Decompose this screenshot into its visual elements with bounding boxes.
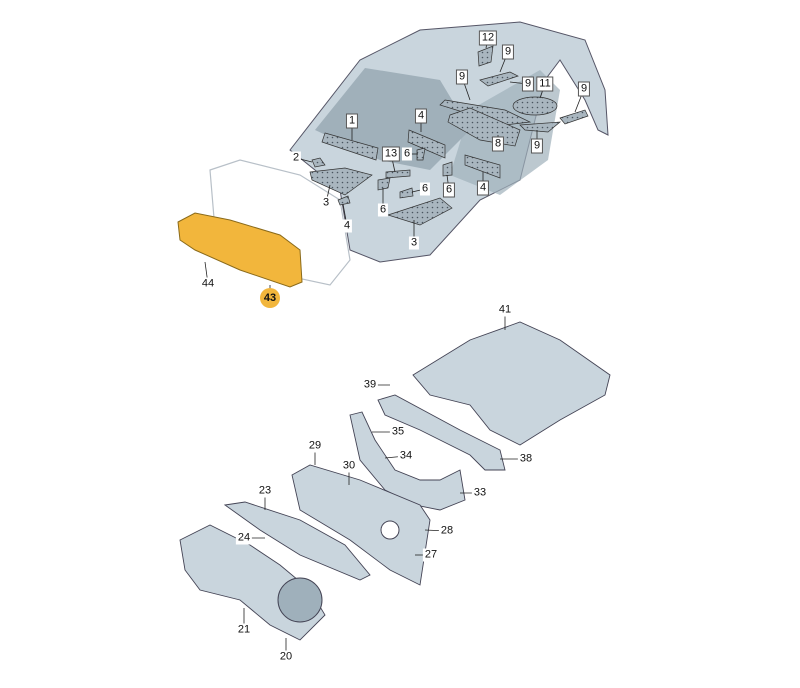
part-label-20: 20: [277, 650, 295, 664]
part-label-21: 21: [235, 623, 253, 637]
part-label-6: 6: [401, 147, 413, 161]
part-label-33: 33: [471, 486, 489, 500]
part-label-30: 30: [340, 459, 358, 473]
part-label-35: 35: [389, 425, 407, 439]
part-label-6: 6: [377, 203, 389, 217]
part-label-34: 34: [397, 449, 415, 463]
part-label-43: 43: [260, 288, 280, 308]
part-label-13: 13: [381, 146, 401, 162]
part-label-3: 3: [320, 196, 332, 210]
part-label-23: 23: [256, 484, 274, 498]
part-label-29: 29: [306, 439, 324, 453]
part-label-12: 12: [478, 30, 498, 46]
part-label-1: 1: [345, 113, 359, 129]
part-label-27: 27: [422, 548, 440, 562]
part-label-11: 11: [536, 76, 554, 92]
part-label-6: 6: [442, 182, 456, 198]
part-43-highlighted: [177, 212, 303, 288]
part-label-38: 38: [517, 452, 535, 466]
part-label-8: 8: [491, 136, 505, 152]
part-label-28: 28: [438, 524, 456, 538]
part-label-4: 4: [476, 180, 490, 196]
part-label-24: 24: [235, 531, 253, 545]
part-label-3: 3: [408, 236, 420, 250]
part-label-6: 6: [419, 182, 431, 196]
part-label-44: 44: [199, 277, 217, 291]
part-label-9: 9: [521, 76, 535, 92]
part-label-41: 41: [496, 303, 514, 317]
part-label-9: 9: [530, 138, 544, 154]
lower-parts: [179, 321, 611, 641]
part-label-4: 4: [341, 219, 353, 233]
part-label-4: 4: [414, 108, 428, 124]
part-label-39: 39: [361, 378, 379, 392]
part-label-2: 2: [290, 151, 302, 165]
part-label-9: 9: [455, 69, 469, 85]
part-label-9: 9: [501, 44, 515, 60]
part-label-9: 9: [577, 81, 591, 97]
